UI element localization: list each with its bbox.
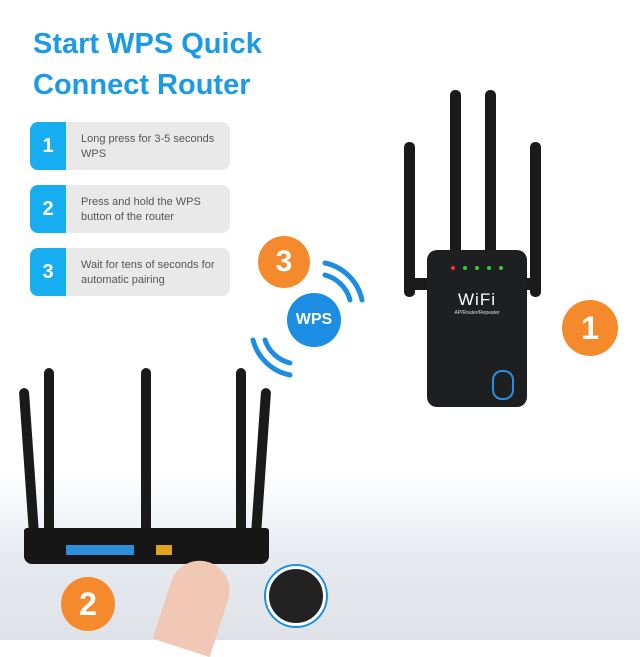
badge-router: 2 (61, 577, 115, 631)
page-title: Start WPS Quick Connect Router (33, 28, 262, 101)
wps-icon: WPS (287, 293, 341, 347)
hand-press-icon (492, 370, 514, 400)
lan-ports (66, 545, 134, 555)
badge-pairing: 3 (258, 236, 310, 288)
wan-port (156, 545, 172, 555)
badge-repeater: 1 (562, 300, 618, 356)
wps-button-zoom (266, 566, 326, 626)
finger-image (152, 552, 238, 657)
repeater-subtitle: AP/Router/Repeater (454, 310, 500, 316)
wifi-logo: WiFi (458, 290, 496, 309)
wifi-waves-icon (250, 260, 365, 378)
status-leds (451, 266, 503, 270)
